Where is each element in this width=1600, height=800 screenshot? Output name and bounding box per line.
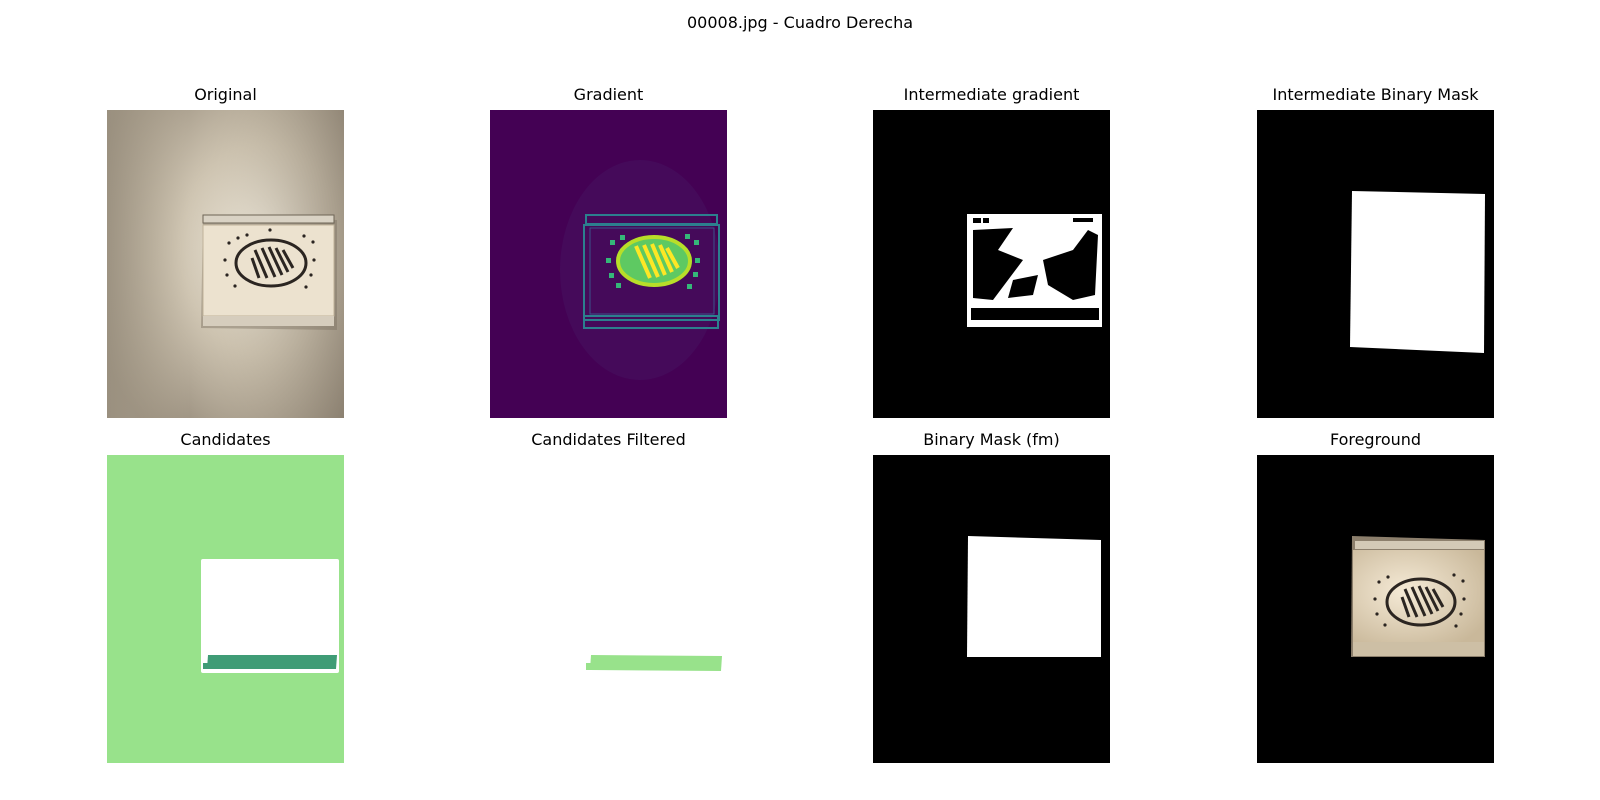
- candidates-image: [107, 455, 344, 763]
- panel-title: Candidates Filtered: [531, 430, 686, 449]
- original-image: [107, 110, 344, 418]
- panel-title: Binary Mask (fm): [923, 430, 1060, 449]
- panel-original: Original: [107, 85, 344, 418]
- panel-intermediate-gradient: Intermediate gradient: [873, 85, 1110, 418]
- panel-candidates-filtered: Candidates Filtered: [490, 430, 727, 763]
- panel-title: Original: [194, 85, 257, 104]
- panel-title: Foreground: [1329, 430, 1422, 449]
- panel-binary-mask-fm: Binary Mask (fm): [873, 430, 1110, 763]
- figure-title: 00008.jpg - Cuadro Derecha: [686, 13, 914, 32]
- candidates-filtered-image: [490, 455, 727, 763]
- panel-foreground: Foreground: [1257, 430, 1494, 763]
- panel-intermediate-binary-mask: Intermediate Binary Mask: [1257, 85, 1494, 418]
- foreground-image: [1257, 455, 1494, 763]
- binary-mask-image: [873, 455, 1110, 763]
- panel-candidates: Candidates: [107, 430, 344, 763]
- intermediate-gradient-image: [873, 110, 1110, 418]
- panel-title: Gradient: [573, 85, 644, 104]
- panel-title: Intermediate gradient: [903, 85, 1080, 104]
- panel-gradient: Gradient: [490, 85, 727, 418]
- intermediate-binary-mask-image: [1257, 110, 1494, 418]
- panel-title: Intermediate Binary Mask: [1272, 85, 1479, 104]
- panel-title: Candidates: [180, 430, 271, 449]
- gradient-image: [490, 110, 727, 418]
